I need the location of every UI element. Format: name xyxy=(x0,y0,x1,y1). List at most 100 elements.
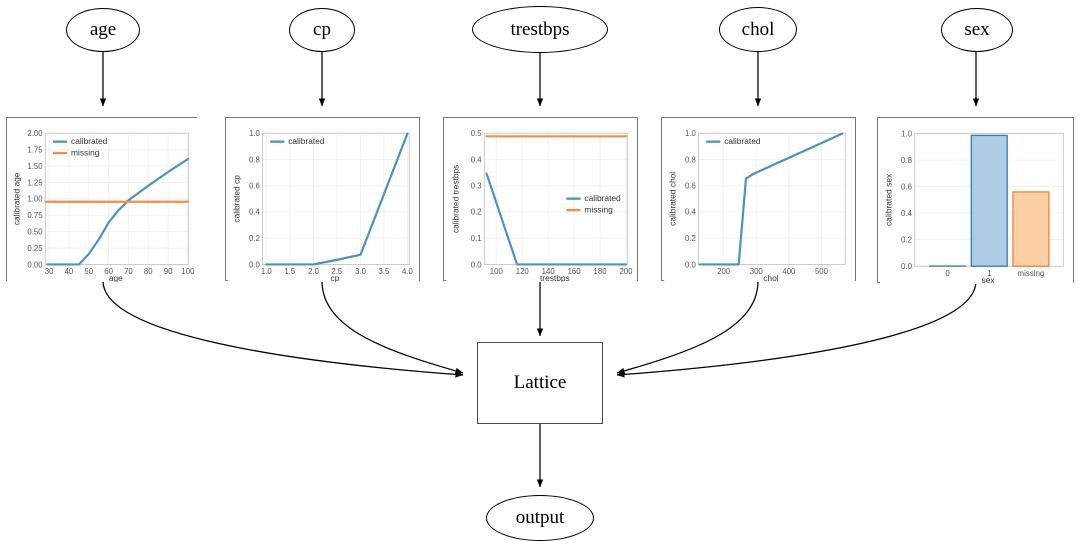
chart-trestbps-xlabel: trestbps xyxy=(540,273,570,282)
svg-text:1.25: 1.25 xyxy=(27,178,43,187)
svg-text:300: 300 xyxy=(750,267,764,276)
svg-text:0.3: 0.3 xyxy=(471,182,482,191)
svg-text:0.8: 0.8 xyxy=(685,155,696,164)
node-chol[interactable]: chol xyxy=(719,7,797,52)
svg-text:2.0: 2.0 xyxy=(308,267,320,276)
svg-text:0.0: 0.0 xyxy=(901,262,913,271)
chart-cp-legend: calibrated xyxy=(270,136,325,146)
node-cp-label: cp xyxy=(313,19,331,40)
node-cp[interactable]: cp xyxy=(289,8,355,52)
chart-sex-xlabel: sex xyxy=(981,275,995,284)
svg-text:2.5: 2.5 xyxy=(331,267,343,276)
chart-chol-ylabel: calibrated chol xyxy=(668,172,678,226)
svg-text:0.1: 0.1 xyxy=(471,234,482,243)
node-sex-label: sex xyxy=(964,19,990,40)
node-trestbps-label: trestbps xyxy=(510,18,570,40)
svg-text:1: 1 xyxy=(987,269,992,278)
svg-text:0.6: 0.6 xyxy=(685,182,696,191)
svg-text:200: 200 xyxy=(717,267,731,276)
svg-text:0.4: 0.4 xyxy=(471,155,483,164)
chart-chol-legend: calibrated xyxy=(706,136,761,146)
chart-cp-ylabel: calibrated cp xyxy=(232,175,242,223)
svg-text:1.0: 1.0 xyxy=(685,129,697,138)
chart-sex-ylabel: calibrated sex xyxy=(884,173,894,226)
svg-text:30: 30 xyxy=(45,267,54,276)
svg-text:120: 120 xyxy=(516,267,530,276)
edge-sex-chart-to-lattice xyxy=(616,280,977,378)
chart-cp-xlabel: cp xyxy=(331,273,340,282)
svg-text:2.00: 2.00 xyxy=(27,129,43,138)
node-age-label: age xyxy=(89,19,117,40)
svg-text:100: 100 xyxy=(181,267,195,276)
svg-text:0.25: 0.25 xyxy=(27,244,43,253)
svg-text:160: 160 xyxy=(568,267,582,276)
node-chol-label: chol xyxy=(741,18,775,40)
svg-text:1.0: 1.0 xyxy=(249,129,261,138)
chart-cp: 0.0 0.2 0.4 0.6 0.8 1.0 1.0 1.5 2.0 2.5 3.0 3.… xyxy=(228,118,419,282)
svg-text:60: 60 xyxy=(104,267,113,276)
chart-chol-xlabel: chol xyxy=(763,273,779,282)
node-trestbps[interactable]: trestbps xyxy=(472,6,608,53)
svg-text:3.5: 3.5 xyxy=(379,267,391,276)
svg-text:1.0: 1.0 xyxy=(261,267,273,276)
svg-text:1.50: 1.50 xyxy=(27,162,43,171)
svg-text:calibrated: calibrated xyxy=(288,136,325,146)
svg-text:0.8: 0.8 xyxy=(901,156,913,165)
svg-text:0: 0 xyxy=(945,269,950,278)
svg-text:0.5: 0.5 xyxy=(471,129,483,138)
svg-text:0.0: 0.0 xyxy=(249,260,261,269)
svg-text:0.0: 0.0 xyxy=(685,260,697,269)
svg-text:140: 140 xyxy=(542,267,556,276)
node-sex[interactable]: sex xyxy=(941,8,1013,52)
svg-text:200: 200 xyxy=(619,267,633,276)
svg-text:40: 40 xyxy=(65,267,74,276)
svg-text:0.2: 0.2 xyxy=(685,234,696,243)
svg-text:0.2: 0.2 xyxy=(471,208,482,217)
svg-text:0.8: 0.8 xyxy=(249,155,260,164)
svg-text:missing: missing xyxy=(71,148,100,158)
node-lattice[interactable]: Lattice xyxy=(477,342,603,424)
svg-text:80: 80 xyxy=(144,267,153,276)
svg-text:1.5: 1.5 xyxy=(284,267,296,276)
svg-text:4.0: 4.0 xyxy=(402,267,414,276)
svg-text:0.4: 0.4 xyxy=(249,208,261,217)
svg-text:missing: missing xyxy=(1018,269,1045,278)
svg-text:0.75: 0.75 xyxy=(27,211,43,220)
svg-text:0.2: 0.2 xyxy=(901,236,912,245)
svg-text:0.6: 0.6 xyxy=(249,182,260,191)
svg-text:70: 70 xyxy=(124,267,133,276)
svg-text:missing: missing xyxy=(584,205,613,215)
chart-age: 0.000.25 0.500.75 1.001.25 1.501.75 2.00… xyxy=(7,118,198,282)
svg-text:1.75: 1.75 xyxy=(27,146,43,155)
svg-text:calibrated: calibrated xyxy=(71,136,108,146)
svg-text:100: 100 xyxy=(490,267,504,276)
edge-cp-chart-to-lattice xyxy=(321,280,464,374)
svg-text:400: 400 xyxy=(782,267,796,276)
svg-text:1.00: 1.00 xyxy=(27,195,43,204)
svg-text:calibrated: calibrated xyxy=(584,193,621,203)
svg-text:0.2: 0.2 xyxy=(249,234,260,243)
svg-text:180: 180 xyxy=(594,267,608,276)
svg-text:0.4: 0.4 xyxy=(685,208,697,217)
chart-age-xlabel: age xyxy=(109,273,123,282)
svg-text:0.4: 0.4 xyxy=(901,209,913,218)
edge-age-chart-to-lattice xyxy=(102,280,464,378)
chart-age-legend: calibrated missing xyxy=(52,136,108,158)
svg-text:3.0: 3.0 xyxy=(355,267,367,276)
chart-panel-cp[interactable]: 0.0 0.2 0.4 0.6 0.8 1.0 1.0 1.5 2.0 2.5 3.0 3.… xyxy=(225,117,420,282)
svg-text:calibrated: calibrated xyxy=(724,136,761,146)
node-output[interactable]: output xyxy=(486,495,594,541)
svg-text:90: 90 xyxy=(164,267,173,276)
node-age[interactable]: age xyxy=(66,8,140,52)
svg-text:0.00: 0.00 xyxy=(27,260,43,269)
svg-text:50: 50 xyxy=(84,267,93,276)
chart-trestbps-legend: calibrated missing xyxy=(566,193,621,215)
